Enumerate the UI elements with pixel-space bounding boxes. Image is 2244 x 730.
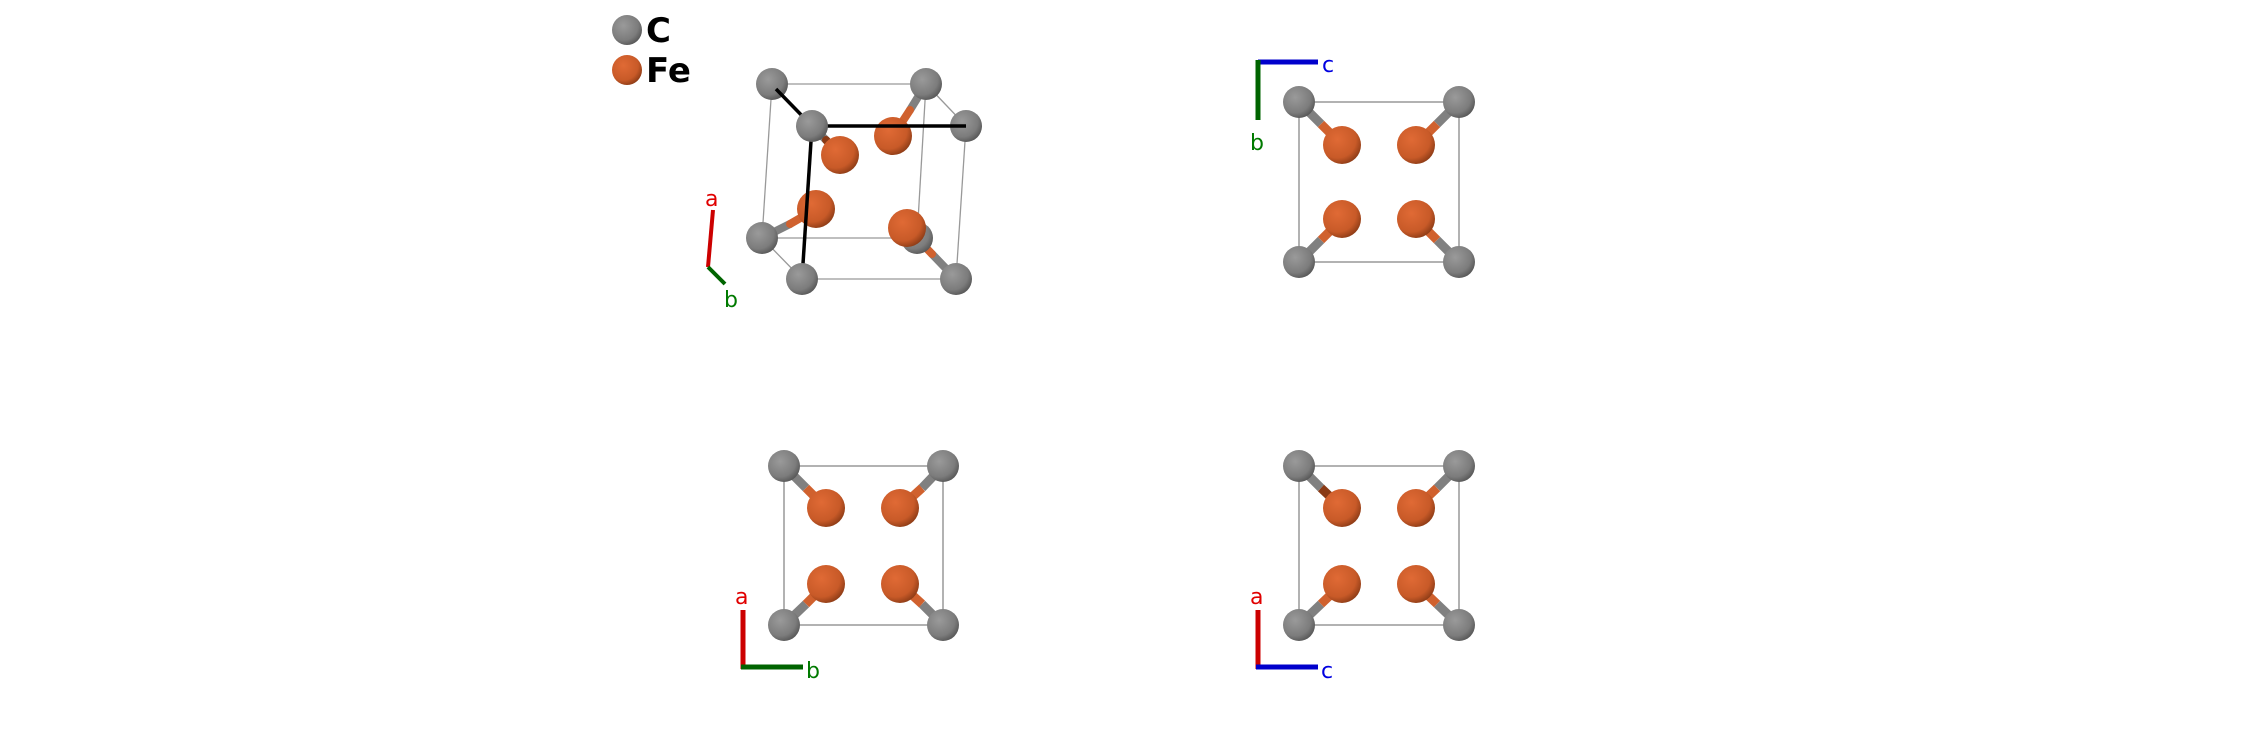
iron-atom xyxy=(881,565,919,603)
axis-indicator: c b xyxy=(1250,53,1334,156)
iron-atom xyxy=(1397,200,1435,238)
iron-atom xyxy=(881,489,919,527)
iron-atom xyxy=(807,565,845,603)
carbon-atom xyxy=(1283,450,1315,482)
carbon-atom xyxy=(927,450,959,482)
carbon-atom xyxy=(786,263,818,295)
iron-atom xyxy=(1397,489,1435,527)
carbon-atom xyxy=(1283,609,1315,641)
axis-label-c: c xyxy=(1321,659,1333,684)
legend-label-fe: Fe xyxy=(646,51,691,91)
axis-label-a: a xyxy=(735,585,748,610)
carbon-atom xyxy=(768,450,800,482)
axis-indicator: a b xyxy=(705,187,738,313)
iron-atom xyxy=(1323,565,1361,603)
axis-label-a: a xyxy=(705,187,718,212)
axis-indicator: a c xyxy=(1250,585,1333,684)
perspective-view: a b xyxy=(705,68,982,313)
carbon-atom xyxy=(940,263,972,295)
axis-label-c: c xyxy=(1322,53,1334,78)
axis-label-b: b xyxy=(1250,131,1264,156)
iron-atom xyxy=(1397,126,1435,164)
carbon-atom xyxy=(768,609,800,641)
iron-atom xyxy=(1323,126,1361,164)
iron-atom xyxy=(888,209,926,247)
iron-atom xyxy=(1397,565,1435,603)
carbon-atom xyxy=(910,68,942,100)
carbon-atom xyxy=(796,110,828,142)
axis-indicator: a b xyxy=(735,585,820,684)
iron-atom xyxy=(874,117,912,155)
axis-label-b: b xyxy=(806,659,820,684)
carbon-atom xyxy=(1283,246,1315,278)
iron-atom xyxy=(797,190,835,228)
carbon-atom xyxy=(1283,86,1315,118)
unit-cell-edges xyxy=(761,83,967,280)
view-along-b xyxy=(1283,450,1475,641)
carbon-legend-ball-icon xyxy=(612,15,642,45)
carbon-atom xyxy=(927,609,959,641)
carbon-atom xyxy=(746,222,778,254)
view-along-c xyxy=(768,450,959,641)
iron-atom xyxy=(1323,489,1361,527)
carbon-atom xyxy=(1443,609,1475,641)
carbon-atom xyxy=(1443,246,1475,278)
legend-label-c: C xyxy=(646,11,671,51)
legend: C Fe xyxy=(612,11,691,91)
carbon-atom xyxy=(1443,450,1475,482)
iron-atom xyxy=(821,136,859,174)
view-along-a xyxy=(1283,86,1475,278)
axis-label-a: a xyxy=(1250,585,1263,610)
iron-atom xyxy=(807,489,845,527)
iron-legend-ball-icon xyxy=(612,55,642,85)
iron-atom xyxy=(1323,200,1361,238)
carbon-atom xyxy=(1443,86,1475,118)
axis-label-b: b xyxy=(724,288,738,313)
